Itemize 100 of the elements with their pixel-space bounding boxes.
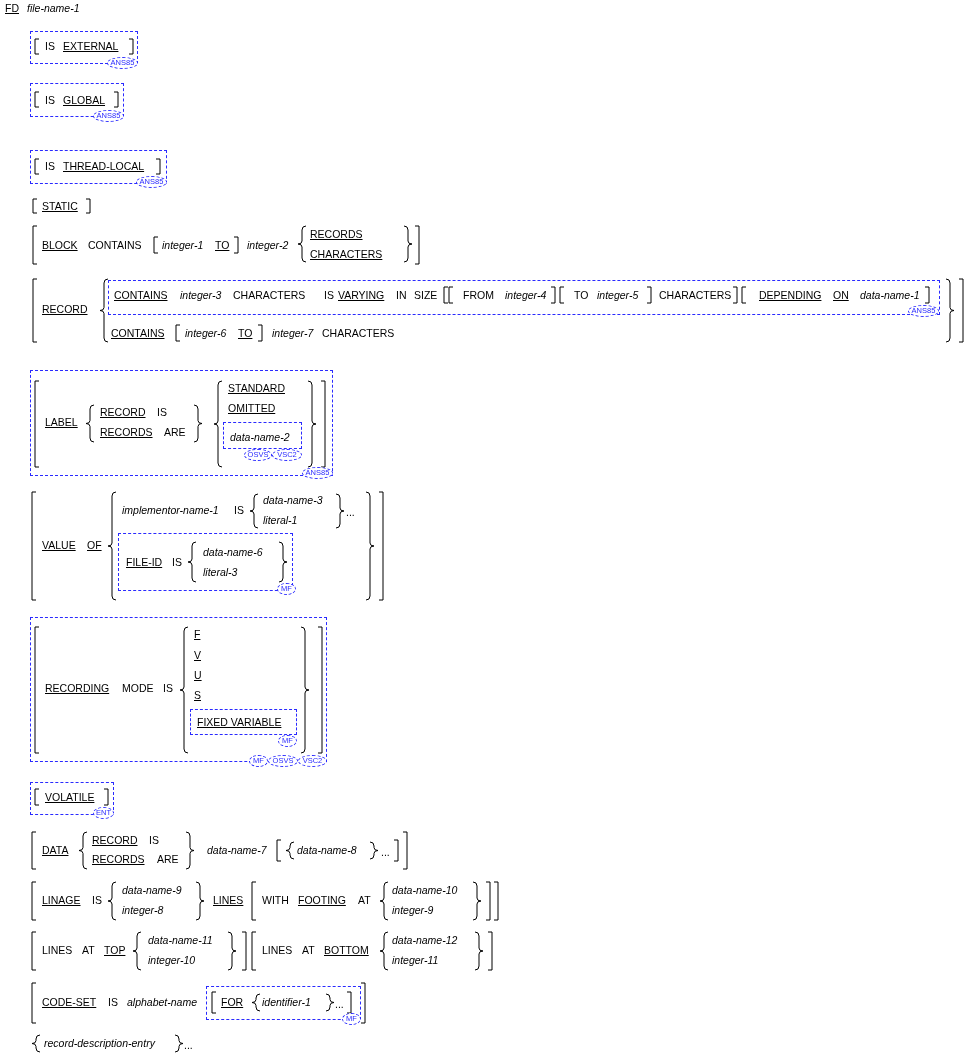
- keyword-text: F: [194, 627, 201, 641]
- placeholder-text: integer-6: [185, 326, 227, 340]
- keyword-text: THREAD-LOCAL: [63, 159, 145, 173]
- placeholder-text: integer-4: [505, 288, 547, 302]
- placeholder-text: file-name-1: [27, 1, 80, 15]
- keyword-text: OF: [87, 538, 102, 552]
- placeholder-text: integer-11: [392, 953, 439, 967]
- keyword-text: CODE-SET: [42, 995, 97, 1009]
- placeholder-text: integer-7: [272, 326, 314, 340]
- placeholder-text: data-name-9: [122, 883, 182, 897]
- keyword-text: GLOBAL: [63, 93, 106, 107]
- keyword-text: TO: [215, 238, 230, 252]
- keyword-text: CONTAINS: [114, 288, 168, 302]
- keyword-text: VARYING: [338, 288, 385, 302]
- syntax-word: ...: [335, 997, 344, 1011]
- placeholder-text: literal-3: [203, 565, 238, 579]
- placeholder-text: identifier-1: [262, 995, 311, 1009]
- placeholder-text: implementor-name-1: [122, 503, 219, 517]
- syntax-word: IS: [157, 405, 167, 419]
- syntax-word: ...: [381, 845, 390, 859]
- placeholder-text: data-name-6: [203, 545, 263, 559]
- placeholder-text: record-description-entry: [44, 1036, 155, 1050]
- placeholder-text: integer-3: [180, 288, 222, 302]
- placeholder-text: data-name-1: [860, 288, 920, 302]
- syntax-word: AT: [358, 893, 371, 907]
- placeholder-text: integer-5: [597, 288, 639, 302]
- keyword-text: CHARACTERS: [310, 247, 383, 261]
- keyword-text: TOP: [104, 943, 126, 957]
- keyword-text: LINAGE: [42, 893, 81, 907]
- syntax-word: IS: [234, 503, 244, 517]
- placeholder-text: alphabet-name: [127, 995, 198, 1009]
- keyword-text: U: [194, 668, 202, 682]
- placeholder-text: data-name-11: [148, 933, 213, 947]
- syntax-word: ...: [184, 1038, 193, 1052]
- syntax-word: LINES: [262, 943, 293, 957]
- syntax-word: IS: [108, 995, 118, 1009]
- placeholder-text: literal-1: [263, 513, 298, 527]
- keyword-text: CONTAINS: [111, 326, 165, 340]
- keyword-text: VALUE: [42, 538, 76, 552]
- syntax-word: CHARACTERS: [322, 326, 395, 340]
- syntax-word: WITH: [262, 893, 289, 907]
- placeholder-text: data-name-10: [392, 883, 458, 897]
- syntax-word: IS: [163, 681, 173, 695]
- syntax-word: AT: [302, 943, 315, 957]
- dashed-box: [223, 422, 302, 449]
- placeholder-text: data-name-12: [392, 933, 458, 947]
- syntax-word: IS: [324, 288, 334, 302]
- syntax-word: ARE: [157, 852, 179, 866]
- keyword-text: RECORDING: [45, 681, 110, 695]
- placeholder-text: data-name-8: [297, 843, 357, 857]
- syntax-word: ...: [346, 505, 355, 519]
- syntax-word: ARE: [164, 425, 186, 439]
- syntax-word: IS: [45, 159, 55, 173]
- keyword-text: EXTERNAL: [63, 39, 119, 53]
- keyword-text: FIXED VARIABLE: [197, 715, 282, 729]
- syntax-word: IS: [45, 39, 55, 53]
- keyword-text: BOTTOM: [324, 943, 369, 957]
- placeholder-text: data-name-2: [230, 430, 290, 444]
- dashed-box: [190, 709, 297, 735]
- keyword-text: RECORDS: [100, 425, 153, 439]
- keyword-text: ON: [833, 288, 849, 302]
- keyword-text: V: [194, 648, 201, 662]
- keyword-text: FD: [5, 1, 19, 15]
- placeholder-text: integer-10: [148, 953, 196, 967]
- keyword-text: STANDARD: [228, 381, 285, 395]
- keyword-text: RECORDS: [92, 852, 145, 866]
- keyword-text: OMITTED: [228, 401, 276, 415]
- keyword-text: VOLATILE: [45, 790, 95, 804]
- placeholder-text: integer-8: [122, 903, 164, 917]
- syntax-word: CHARACTERS: [233, 288, 306, 302]
- syntax-word: IS: [172, 555, 182, 569]
- syntax-word: MODE: [122, 681, 154, 695]
- keyword-text: FOOTING: [298, 893, 346, 907]
- placeholder-text: integer-9: [392, 903, 434, 917]
- syntax-word: SIZE: [414, 288, 438, 302]
- keyword-text: BLOCK: [42, 238, 78, 252]
- syntax-word: CHARACTERS: [659, 288, 732, 302]
- syntax-word: AT: [82, 943, 95, 957]
- syntax-word: CONTAINS: [88, 238, 142, 252]
- syntax-word: IN: [396, 288, 407, 302]
- syntax-word: IS: [149, 833, 159, 847]
- keyword-text: RECORD: [42, 302, 88, 316]
- keyword-text: TO: [238, 326, 253, 340]
- keyword-text: STATIC: [42, 199, 78, 213]
- syntax-word: IS: [45, 93, 55, 107]
- keyword-text: RECORD: [100, 405, 146, 419]
- keyword-text: RECORDS: [310, 227, 363, 241]
- placeholder-text: integer-2: [247, 238, 289, 252]
- keyword-text: DEPENDING: [759, 288, 822, 302]
- keyword-text: DATA: [42, 843, 69, 857]
- placeholder-text: data-name-7: [207, 843, 267, 857]
- syntax-word: LINES: [42, 943, 73, 957]
- keyword-text: FOR: [221, 995, 244, 1009]
- syntax-word: IS: [92, 893, 102, 907]
- placeholder-text: data-name-3: [263, 493, 323, 507]
- keyword-text: RECORD: [92, 833, 138, 847]
- keyword-text: LINES: [213, 893, 244, 907]
- syntax-word: TO: [574, 288, 589, 302]
- syntax-word: FROM: [463, 288, 494, 302]
- keyword-text: S: [194, 688, 201, 702]
